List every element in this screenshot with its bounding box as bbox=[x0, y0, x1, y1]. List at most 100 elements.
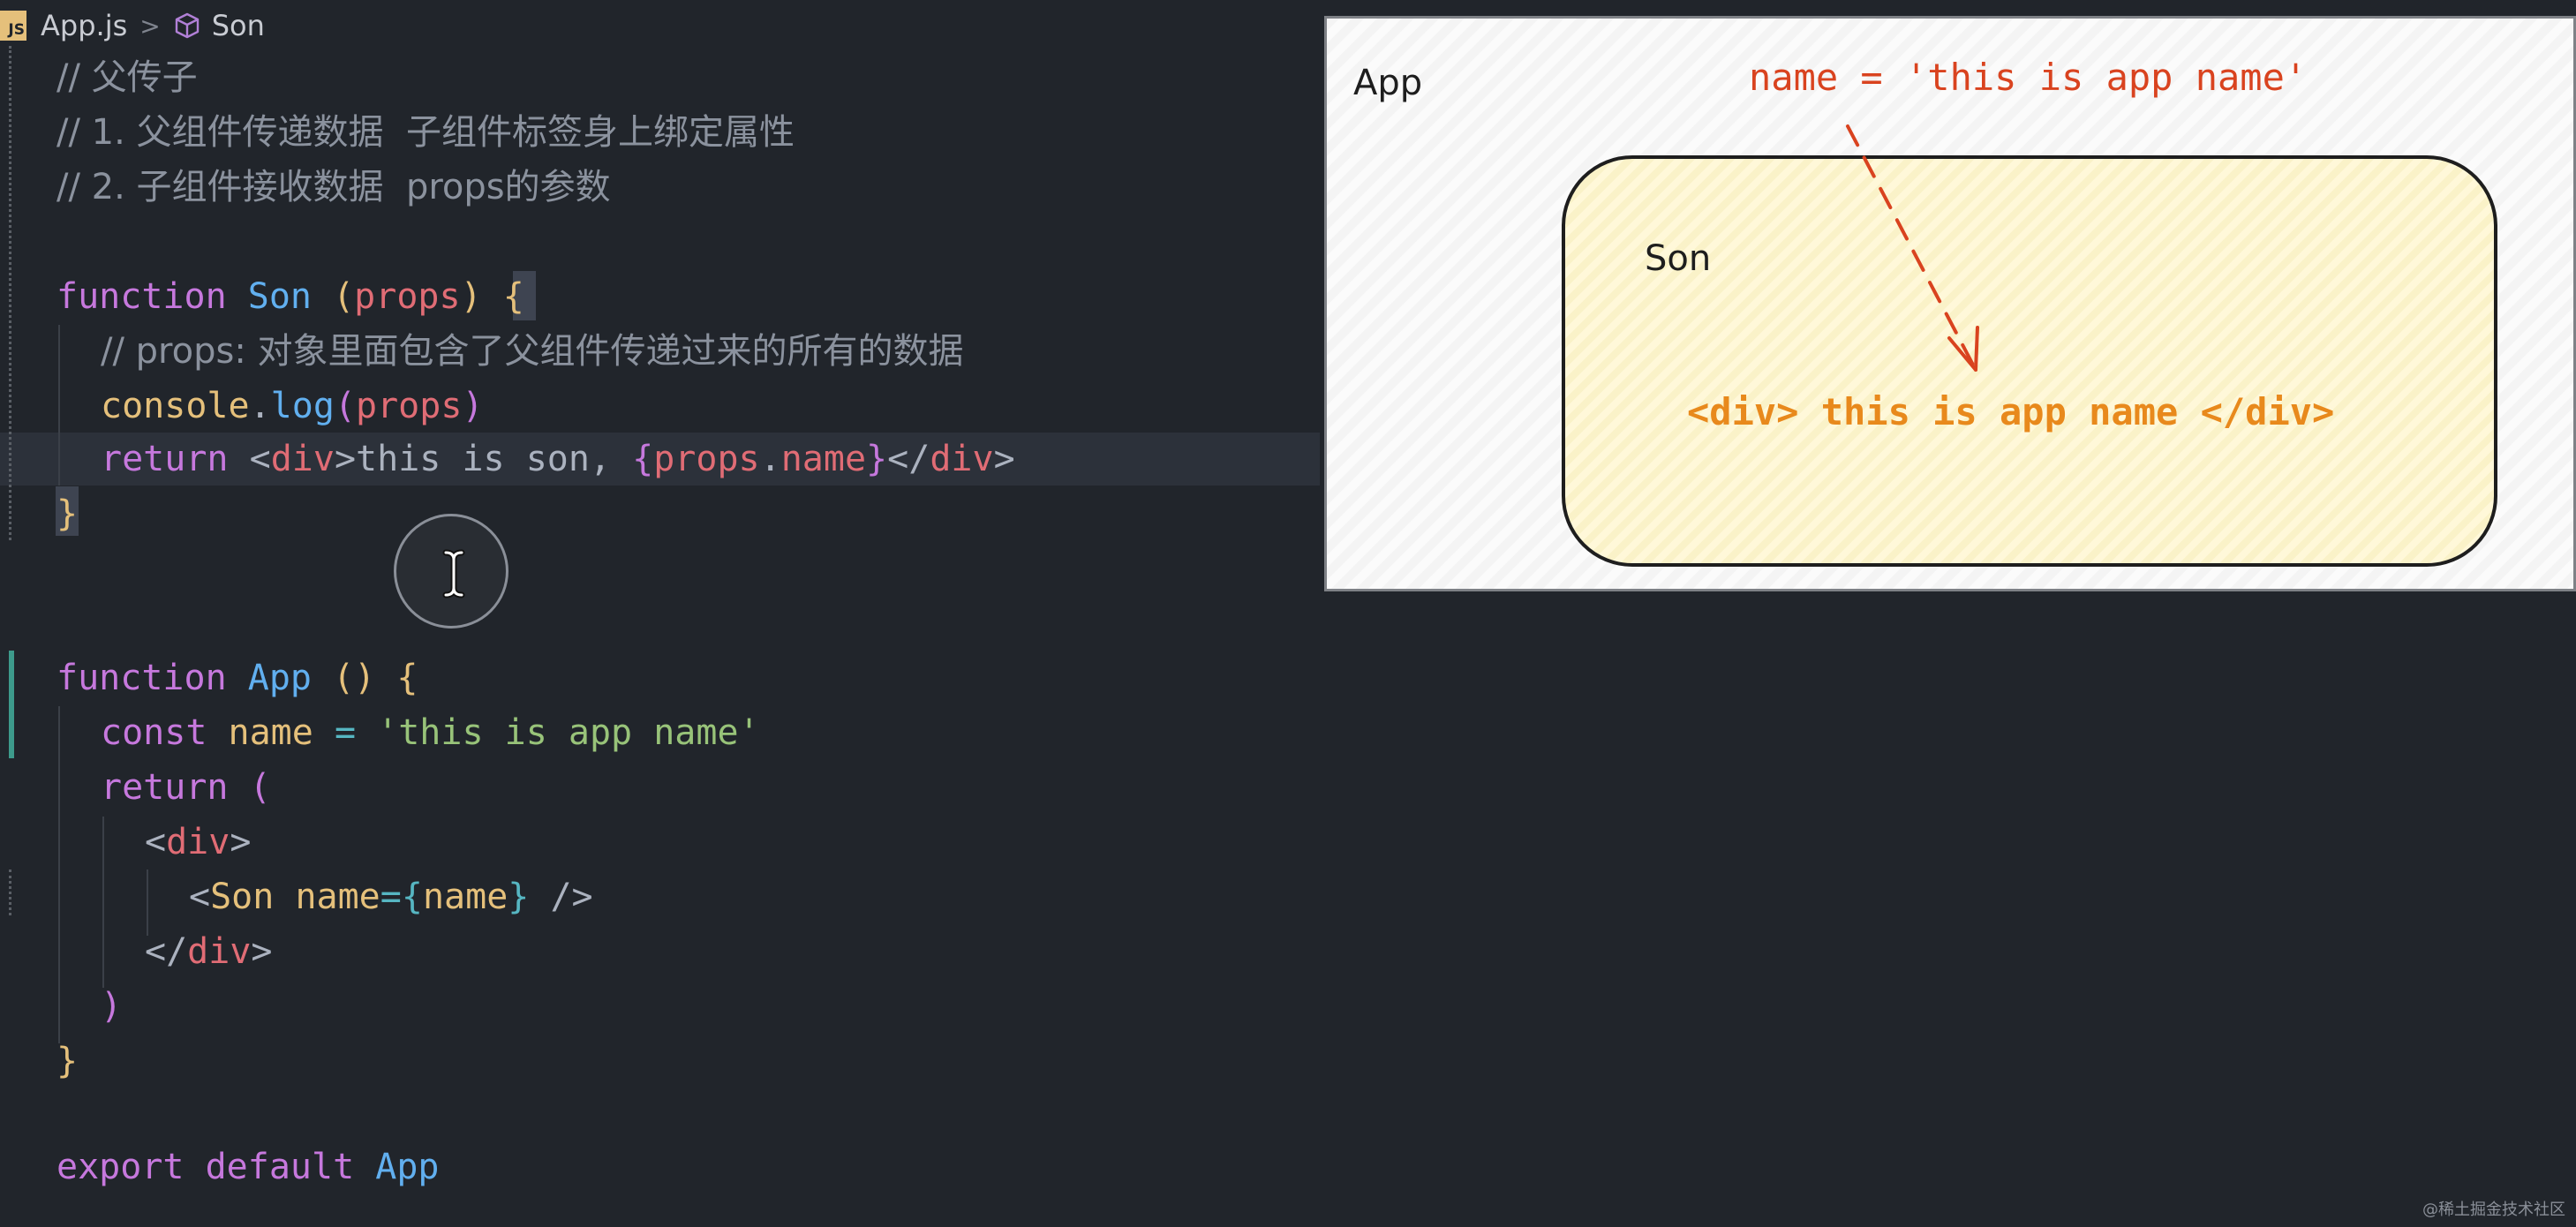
son-label: Son bbox=[1645, 238, 1712, 279]
jsx-tag: div bbox=[270, 439, 335, 479]
paren: ) bbox=[101, 986, 123, 1027]
chevron-right-icon: > bbox=[139, 11, 161, 41]
son-output: <div> this is app name </div> bbox=[1687, 390, 2335, 433]
comment: // 1. 父组件传递数据 子组件标签身上绑定属性 bbox=[56, 112, 795, 153]
jsx-bracket: > bbox=[230, 822, 252, 862]
gutter-modified-marker bbox=[9, 869, 17, 915]
js-file-icon: JS bbox=[0, 11, 26, 41]
son-component-box: Son <div> this is app name </div> bbox=[1562, 155, 2497, 567]
cube-icon bbox=[175, 12, 199, 39]
expr: props bbox=[653, 439, 760, 479]
paren: ) bbox=[460, 276, 482, 317]
brace: { bbox=[502, 276, 524, 317]
code-line[interactable]: // 父传子 bbox=[56, 51, 198, 104]
comment: // 父传子 bbox=[56, 57, 198, 98]
keyword: const bbox=[101, 712, 207, 753]
paren: ( bbox=[249, 767, 271, 808]
paren: ( bbox=[334, 386, 357, 426]
text-cursor-icon bbox=[442, 549, 465, 598]
keyword: function bbox=[56, 276, 227, 317]
name-assignment: name = 'this is app name' bbox=[1749, 56, 2308, 99]
indent-guide bbox=[102, 817, 104, 988]
jsx-bracket: /> bbox=[550, 877, 593, 917]
code-line[interactable]: ) bbox=[101, 980, 122, 1033]
code-line[interactable]: } bbox=[56, 1035, 78, 1088]
current-line-highlight bbox=[0, 433, 1320, 486]
jsx-bracket: < bbox=[189, 877, 211, 917]
string: 'this is app name' bbox=[377, 712, 760, 753]
code-line[interactable]: </div> bbox=[145, 925, 273, 978]
code-line[interactable]: function Son (props) { bbox=[56, 270, 524, 323]
function-name: Son bbox=[247, 276, 312, 317]
jsx-bracket: </ bbox=[887, 439, 930, 479]
variable: name bbox=[228, 712, 313, 753]
jsx-attr: name bbox=[295, 877, 380, 917]
expr: name bbox=[422, 877, 508, 917]
code-line[interactable]: // props: 对象里面包含了父组件传递过来的所有的数据 bbox=[101, 325, 964, 378]
code-line[interactable]: console.log(props) bbox=[101, 380, 484, 433]
brace: } bbox=[56, 1041, 79, 1081]
brace: { bbox=[401, 877, 423, 917]
code-line[interactable]: <div> bbox=[145, 816, 251, 869]
property: name bbox=[780, 439, 867, 479]
jsx-tag: div bbox=[187, 931, 252, 972]
watermark: @稀土掘金技术社区 bbox=[2422, 1201, 2565, 1219]
jsx-component: Son bbox=[210, 877, 275, 917]
code-line[interactable]: export default App bbox=[56, 1140, 440, 1193]
indent-guide bbox=[58, 706, 60, 1043]
function-name: App bbox=[247, 658, 312, 698]
jsx-bracket: > bbox=[993, 439, 1015, 479]
keyword: default bbox=[205, 1147, 355, 1187]
paren: () bbox=[312, 658, 376, 698]
paren: ) bbox=[462, 386, 484, 426]
comment: // 2. 子组件接收数据 props的参数 bbox=[56, 167, 611, 207]
jsx-bracket: < bbox=[145, 822, 167, 862]
bracket-match-highlight bbox=[513, 271, 536, 320]
indent-guide bbox=[58, 325, 60, 486]
code-line[interactable]: return <div>this is son, {props.name}</d… bbox=[101, 433, 1015, 486]
brace: { bbox=[396, 658, 418, 698]
bracket-match-highlight bbox=[56, 486, 79, 536]
code-line[interactable]: <Son name={name} /> bbox=[189, 870, 593, 923]
code-line[interactable]: function App () { bbox=[56, 651, 418, 704]
breadcrumb-symbol[interactable]: Son bbox=[211, 9, 265, 42]
param: props bbox=[356, 386, 463, 426]
gutter-added-marker bbox=[9, 651, 14, 758]
operator: = bbox=[334, 712, 357, 753]
app-label: App bbox=[1353, 63, 1423, 103]
code-line[interactable]: const name = 'this is app name' bbox=[101, 706, 760, 759]
dot: . bbox=[249, 386, 271, 426]
props-diagram: App name = 'this is app name' Son <div> … bbox=[1324, 16, 2576, 591]
breadcrumb: JS App.js > Son bbox=[0, 0, 265, 51]
breadcrumb-file[interactable]: App.js bbox=[41, 9, 128, 42]
object: console bbox=[101, 386, 250, 426]
jsx-text: this is son, bbox=[356, 439, 633, 479]
code-line[interactable]: // 1. 父组件传递数据 子组件标签身上绑定属性 bbox=[56, 106, 795, 159]
gutter-modified-marker bbox=[9, 46, 17, 540]
keyword: return bbox=[101, 767, 229, 808]
operator: = bbox=[380, 877, 402, 917]
jsx-bracket: </ bbox=[145, 931, 188, 972]
dot: . bbox=[759, 439, 781, 479]
brace: } bbox=[56, 493, 79, 534]
method: log bbox=[270, 386, 335, 426]
keyword: function bbox=[56, 658, 227, 698]
identifier: App bbox=[375, 1147, 440, 1187]
code-line[interactable]: } bbox=[56, 487, 78, 540]
code-line[interactable]: // 2. 子组件接收数据 props的参数 bbox=[56, 161, 611, 214]
paren: ( bbox=[312, 276, 355, 317]
jsx-tag: div bbox=[930, 439, 994, 479]
jsx-bracket: > bbox=[334, 439, 357, 479]
jsx-bracket: > bbox=[251, 931, 273, 972]
comment: // props: 对象里面包含了父组件传递过来的所有的数据 bbox=[101, 331, 964, 372]
indent-guide bbox=[147, 869, 148, 936]
keyword: export bbox=[56, 1147, 185, 1187]
jsx-tag: div bbox=[166, 822, 230, 862]
code-line[interactable]: return ( bbox=[101, 761, 271, 814]
brace: { bbox=[632, 439, 654, 479]
mouse-cursor bbox=[394, 514, 508, 629]
param: props bbox=[354, 276, 461, 317]
brace: } bbox=[508, 877, 530, 917]
keyword: return bbox=[101, 439, 229, 479]
brace: } bbox=[866, 439, 888, 479]
